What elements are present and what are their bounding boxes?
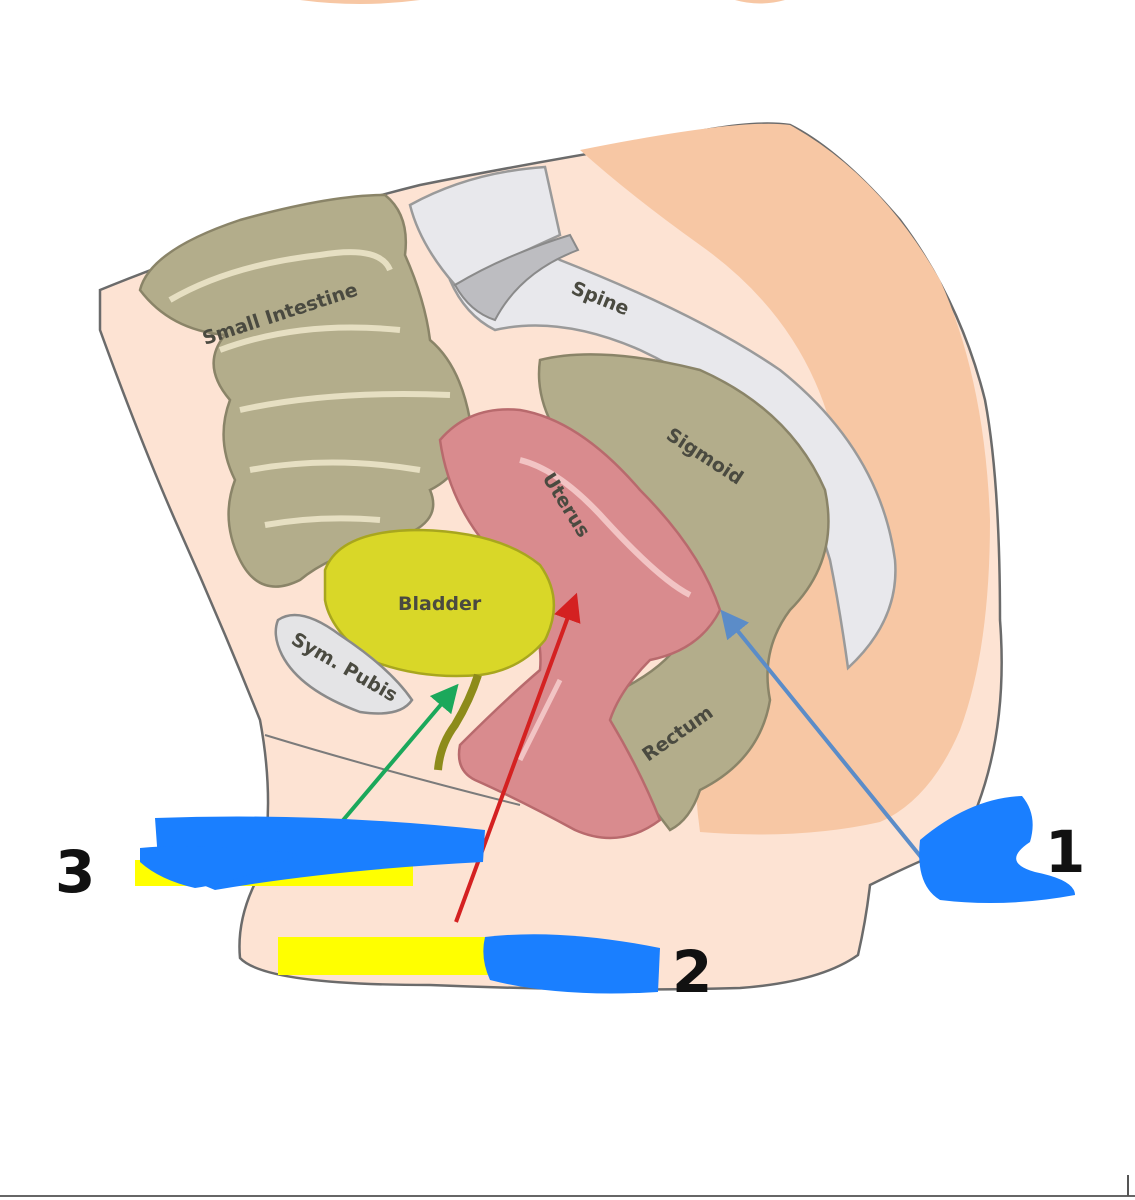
scribble-blue-3 <box>140 816 485 890</box>
back-tissue <box>580 123 990 835</box>
arrow-2-red <box>454 592 581 923</box>
urethra <box>434 673 482 771</box>
intestine-fold-4 <box>249 459 421 473</box>
marker-1: 1 <box>1045 818 1085 886</box>
uterus-cavity <box>519 457 692 598</box>
intestine-fold-5 <box>264 515 381 528</box>
label-bladder: Bladder <box>398 593 482 615</box>
arrow-1-blue <box>720 609 927 864</box>
top-remnant-right <box>735 0 785 4</box>
spine-disc <box>453 233 580 322</box>
scribble-blue-2 <box>483 934 660 994</box>
top-remnant-left <box>300 0 420 4</box>
marker-3: 3 <box>55 838 95 906</box>
intestine-fold-3 <box>239 391 451 413</box>
intestine-fold-2 <box>218 324 401 353</box>
symphysis-pubis <box>274 613 414 715</box>
vaginal-canal <box>517 678 563 762</box>
intestine-fold-1 <box>168 249 393 303</box>
small-intestine <box>138 193 472 588</box>
arrow-3-green <box>326 683 459 840</box>
scribble-blue-1 <box>919 796 1075 904</box>
marker-2: 2 <box>672 938 712 1006</box>
